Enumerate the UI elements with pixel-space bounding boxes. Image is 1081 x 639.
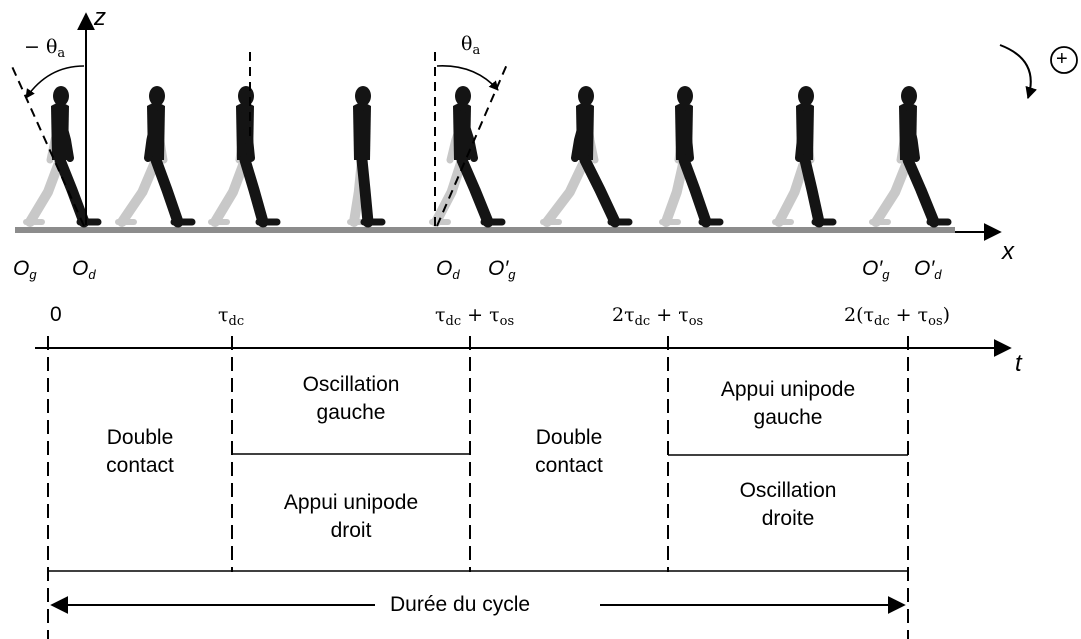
origin-label: O′d [914, 257, 942, 282]
time-label-cycle-end: 2(τdc + τos) [844, 304, 951, 329]
walker-figure [23, 86, 102, 228]
walker-silhouettes [23, 86, 952, 228]
time-label-2tau-dc-plus-tau-os: 2τdc + τos [612, 304, 704, 329]
mid-angle-arc [436, 65, 499, 91]
neg-theta-label: − θa [24, 36, 66, 61]
walker-figure [869, 86, 952, 228]
t-axis-label: t [1015, 350, 1022, 377]
origin-label: O′g [862, 257, 890, 282]
theta-label: θa [461, 33, 481, 58]
walker-figure [540, 86, 633, 228]
origin-label: Od [436, 257, 460, 282]
time-label-tau-dc: τdc [218, 304, 245, 329]
walker-figure [659, 86, 724, 228]
origin-label: Od [72, 257, 96, 282]
rotation-sign-circle [1050, 46, 1078, 74]
walker-figure [115, 86, 196, 228]
walker-figure [208, 86, 281, 228]
z-axis-label: z [94, 4, 106, 31]
time-label-0: 0 [50, 303, 62, 326]
cycle-duration-label: Durée du cycle [390, 593, 531, 616]
time-label-tau-dc-plus-tau-os: τdc + τos [435, 304, 515, 329]
ground-line [15, 227, 955, 233]
origin-label: Og [13, 257, 37, 282]
origin-label: O′g [488, 257, 516, 282]
rotation-plus-sign: + [1056, 48, 1068, 70]
left-angle-arc [25, 65, 85, 99]
rotation-arrow [999, 44, 1037, 100]
x-axis-label: x [1002, 238, 1014, 265]
walker-figure [429, 86, 506, 228]
walker-figure [347, 86, 386, 228]
walker-figure [772, 86, 837, 228]
